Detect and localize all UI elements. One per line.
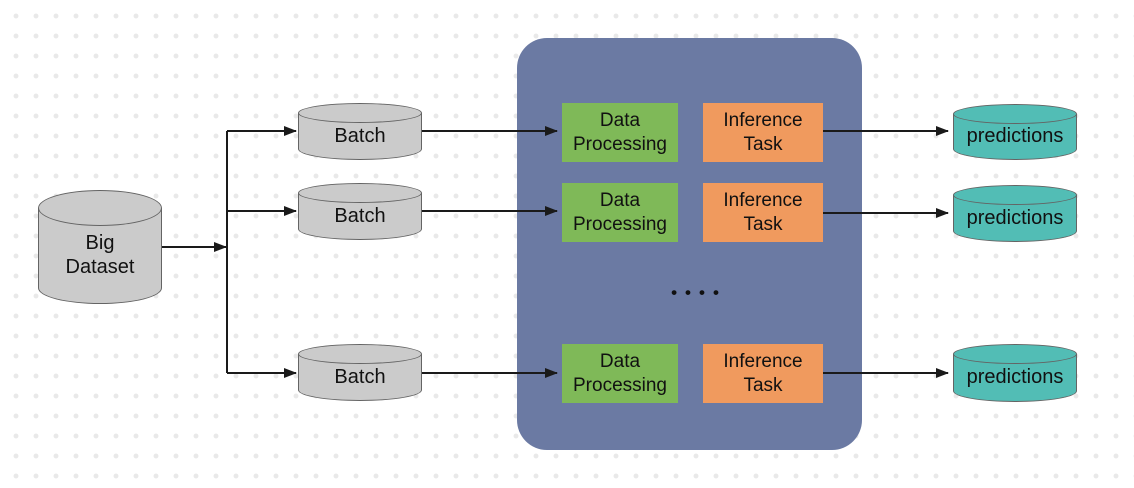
inference-task-label: Inference Task: [723, 109, 803, 155]
predictions-label: predictions: [966, 366, 1064, 389]
cylinder-top-ellipse: [298, 103, 422, 123]
cylinder-top-ellipse: [953, 344, 1077, 364]
predictions-cylinder: predictions: [953, 344, 1077, 402]
inference-task-box: Inference Task: [703, 344, 823, 403]
data-processing-box: Data Processing: [562, 183, 678, 242]
data-processing-label: Data Processing: [573, 189, 667, 235]
data-processing-label: Data Processing: [573, 350, 667, 396]
cylinder-top-ellipse: [953, 104, 1077, 124]
data-processing-label: Data Processing: [573, 109, 667, 155]
inference-task-box: Inference Task: [703, 103, 823, 162]
big-dataset-cylinder: Big Dataset: [38, 190, 162, 304]
cylinder-top-ellipse: [298, 183, 422, 203]
batch-label: Batch: [334, 124, 386, 147]
more-workers-ellipsis: ••••: [671, 283, 727, 302]
predictions-label: predictions: [966, 125, 1064, 148]
data-processing-box: Data Processing: [562, 344, 678, 403]
cylinder-top-ellipse: [298, 344, 422, 364]
predictions-cylinder: predictions: [953, 104, 1077, 160]
batch-label: Batch: [334, 365, 386, 388]
batch-cylinder: Batch: [298, 344, 422, 401]
cylinder-top-ellipse: [38, 190, 162, 226]
inference-task-box: Inference Task: [703, 183, 823, 242]
inference-task-label: Inference Task: [723, 189, 803, 235]
predictions-cylinder: predictions: [953, 185, 1077, 242]
data-processing-box: Data Processing: [562, 103, 678, 162]
cylinder-top-ellipse: [953, 185, 1077, 205]
batch-cylinder: Batch: [298, 103, 422, 160]
batch-label: Batch: [334, 204, 386, 227]
big-dataset-label: Big Dataset: [65, 231, 135, 278]
predictions-label: predictions: [966, 206, 1064, 229]
batch-cylinder: Batch: [298, 183, 422, 240]
inference-task-label: Inference Task: [723, 350, 803, 396]
